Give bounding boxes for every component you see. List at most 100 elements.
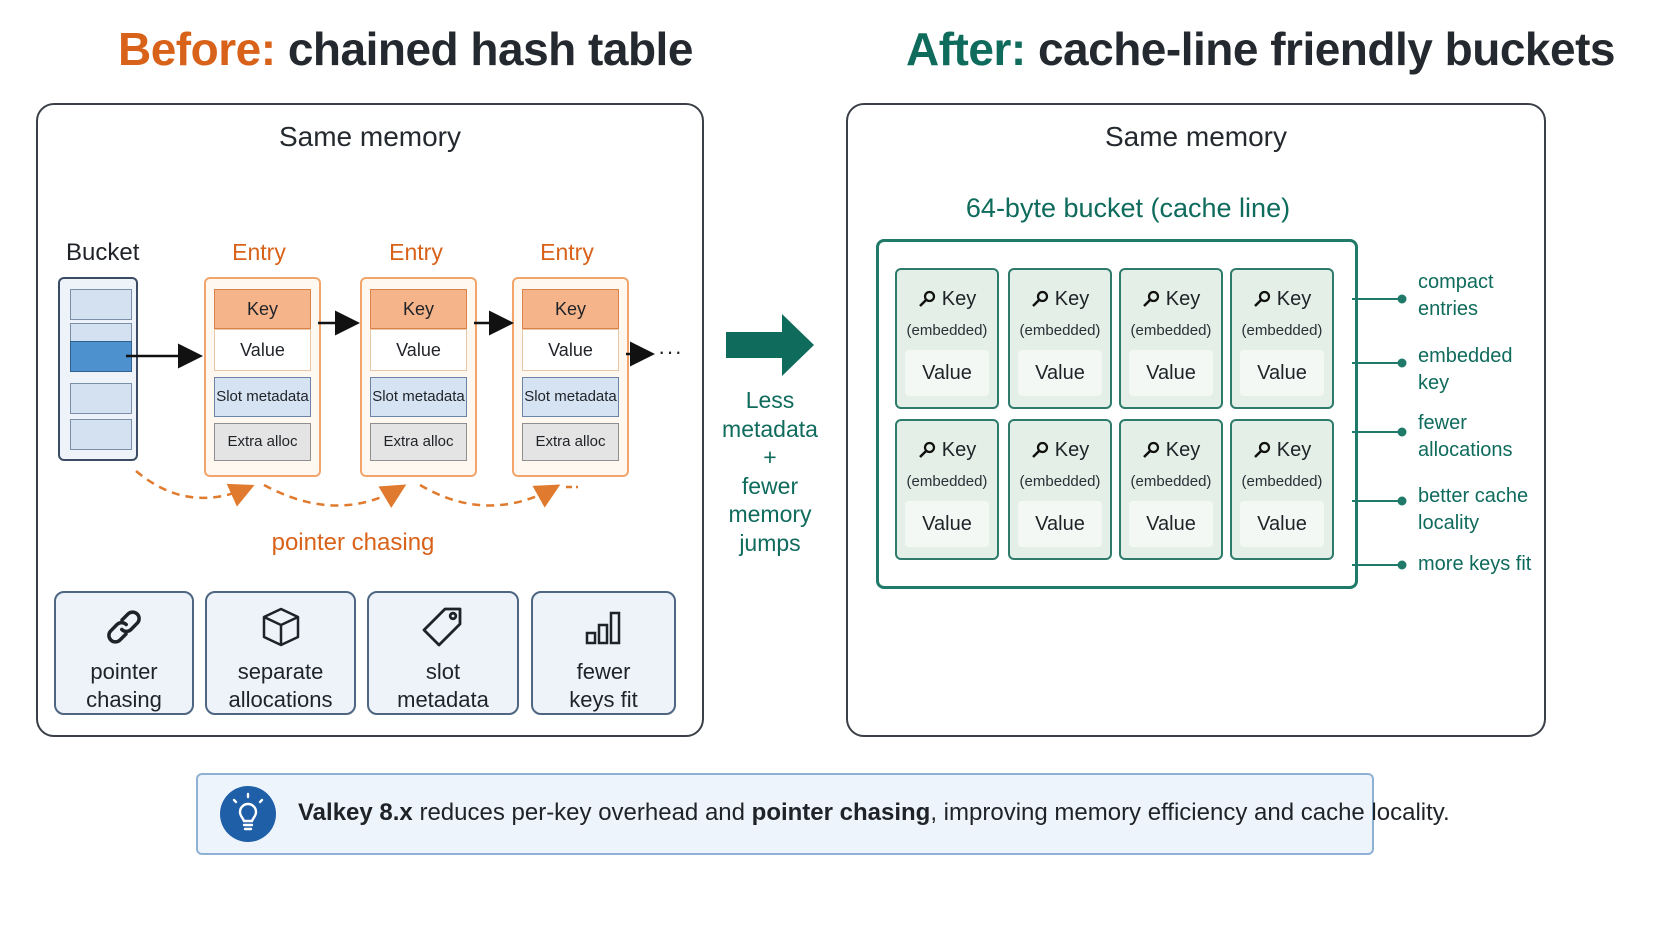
feature-compact-entries: compact entries	[1418, 269, 1494, 323]
middle-line: memory	[728, 501, 812, 527]
card-line: metadata	[397, 687, 489, 712]
entry-extra-alloc: Extra alloc	[522, 423, 619, 461]
pointer-chase-curve	[419, 483, 561, 508]
before-title-text: chained hash table	[287, 23, 694, 75]
bucket-entry: Key (embedded) Value	[1119, 419, 1223, 560]
feature-line: fewer	[1418, 412, 1467, 434]
middle-line: +	[763, 444, 777, 470]
footer-bold: Valkey 8.x	[298, 799, 413, 826]
card-separate-allocations: separate allocations	[205, 591, 356, 715]
card-slot-metadata: slot metadata	[367, 591, 519, 715]
bucket-entry: Key (embedded) Value	[895, 268, 999, 409]
bar-chart-icon	[585, 611, 620, 645]
feature-line: compact	[1418, 271, 1494, 293]
box-icon	[262, 607, 299, 647]
bucket-slot	[70, 419, 132, 450]
cell-value: Value	[905, 501, 989, 547]
entry-key: Key	[522, 289, 619, 329]
card-line: pointer	[90, 659, 158, 684]
after-panel: Same memory 64-byte bucket (cache line) …	[846, 103, 1546, 737]
card-line: chasing	[86, 687, 162, 712]
card-pointer-chasing: pointer chasing	[54, 591, 194, 715]
cell-value: Value	[1018, 501, 1102, 547]
feature-line: better cache	[1418, 485, 1529, 507]
cell-embedded: (embedded)	[1019, 322, 1101, 339]
before-title: Before: chained hash table	[118, 22, 693, 76]
cell-embedded: (embedded)	[1241, 322, 1323, 339]
entry-extra-alloc: Extra alloc	[370, 423, 467, 461]
feature-embedded-key: embedded key	[1418, 343, 1513, 397]
feature-more-keys-fit: more keys fit	[1418, 551, 1531, 578]
key-icon	[1253, 290, 1270, 307]
entry-extra-alloc: Extra alloc	[214, 423, 311, 461]
cell-value: Value	[1240, 501, 1324, 547]
key-icon	[1031, 290, 1048, 307]
cell-key: Key	[1276, 288, 1312, 310]
ellipsis: ···	[658, 339, 683, 364]
bucket-label: Bucket	[66, 239, 140, 266]
entry-value: Value	[214, 329, 311, 371]
bucket-entry: Key (embedded) Value	[895, 419, 999, 560]
feature-line: more keys fit	[1418, 553, 1532, 575]
key-icon	[1031, 441, 1048, 458]
entry-slot-metadata: Slot metadata	[370, 377, 467, 417]
after-title-text: cache-line friendly buckets	[1037, 23, 1616, 75]
card-line: separate	[237, 659, 324, 684]
key-icon	[918, 441, 935, 458]
entry-value: Value	[522, 329, 619, 371]
feature-fewer-allocations: fewer allocations	[1418, 410, 1513, 464]
cell-key: Key	[941, 439, 977, 461]
after-memory-label: Same memory	[1104, 121, 1288, 152]
cell-embedded: (embedded)	[1241, 473, 1323, 490]
entry-label: Entry	[232, 239, 286, 265]
feature-line: locality	[1418, 512, 1480, 534]
feature-line: key	[1418, 372, 1450, 394]
entry-key: Key	[214, 289, 311, 329]
card-line: fewer	[576, 659, 631, 684]
link-icon	[107, 610, 141, 644]
feature-connectors	[1352, 294, 1407, 570]
bucket-slot	[70, 289, 132, 320]
entry-node: Key Value Slot metadata Extra alloc	[204, 277, 321, 477]
entry-slot-metadata: Slot metadata	[214, 377, 311, 417]
cell-embedded: (embedded)	[906, 473, 988, 490]
bucket-entry: Key (embedded) Value	[1008, 268, 1112, 409]
pointer-chase-curve	[135, 470, 255, 507]
card-line: keys fit	[569, 687, 638, 712]
before-memory-label: Same memory	[278, 121, 462, 152]
cell-value: Value	[1129, 501, 1213, 547]
key-icon	[1142, 290, 1159, 307]
middle-line: jumps	[739, 529, 801, 556]
bucket	[58, 277, 138, 461]
cell-embedded: (embedded)	[1019, 473, 1101, 490]
middle-line: metadata	[722, 415, 818, 442]
key-icon	[1142, 441, 1159, 458]
cell-key: Key	[941, 288, 977, 310]
feature-line: embedded	[1418, 345, 1513, 367]
entry-label: Entry	[540, 239, 594, 265]
before-title-prefix: Before:	[118, 23, 276, 75]
bucket-title: 64-byte bucket (cache line)	[965, 193, 1291, 223]
before-panel: Same memory Bucket Entry Entry Entry Key…	[36, 103, 704, 737]
feature-line: allocations	[1418, 439, 1513, 461]
cell-key: Key	[1165, 288, 1201, 310]
bucket-slot	[70, 383, 132, 414]
bucket-entry: Key (embedded) Value	[1230, 419, 1334, 560]
card-fewer-keys-fit: fewer keys fit	[531, 591, 676, 715]
card-line: slot	[425, 659, 461, 684]
cell-key: Key	[1054, 439, 1090, 461]
pointer-chasing-label: pointer chasing	[271, 529, 435, 556]
key-icon	[918, 290, 935, 307]
card-line: allocations	[228, 687, 333, 712]
pointer-chase-curve	[263, 483, 407, 508]
cell-embedded: (embedded)	[906, 322, 988, 339]
tag-icon	[422, 607, 462, 647]
after-title-prefix: After:	[906, 23, 1026, 75]
pointer-arrows	[126, 310, 655, 508]
key-icon	[1253, 441, 1270, 458]
cell-value: Value	[905, 350, 989, 396]
cell-embedded: (embedded)	[1130, 473, 1212, 490]
footer-span: , improving memory efficiency and cache …	[930, 799, 1450, 826]
entry-node: Key Value Slot metadata Extra alloc	[512, 277, 629, 477]
entry-label: Entry	[389, 239, 443, 265]
